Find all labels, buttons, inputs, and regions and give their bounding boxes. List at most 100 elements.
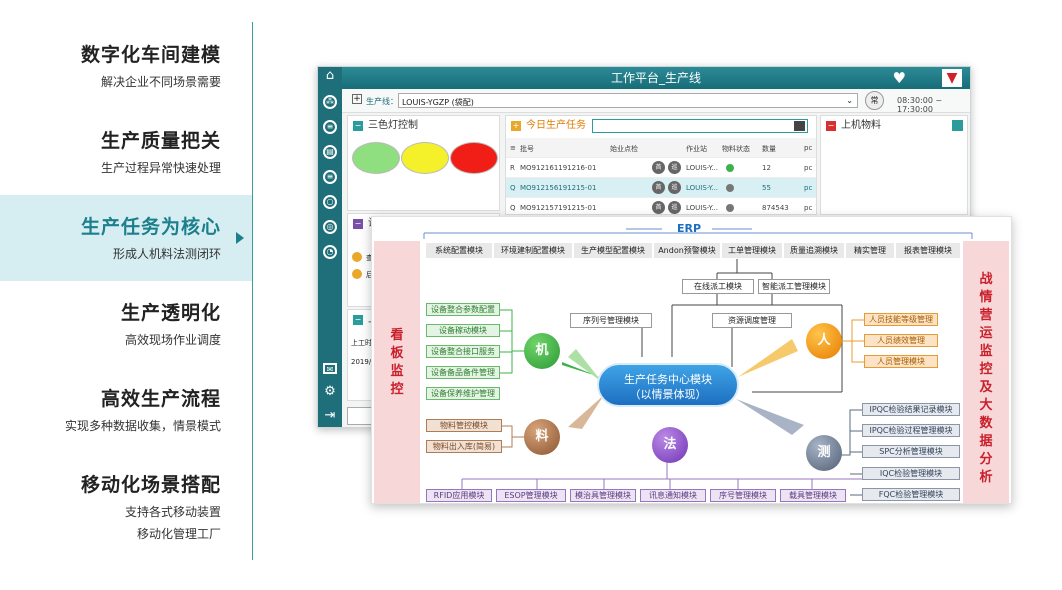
machine-module[interactable]: 设备稼动模块 bbox=[426, 324, 500, 337]
task-search-input[interactable] bbox=[592, 119, 808, 133]
resource-module[interactable]: 资源调度管理 bbox=[712, 313, 792, 328]
top-module[interactable]: 系统配置模块 bbox=[426, 243, 492, 258]
minus-icon[interactable]: − bbox=[353, 315, 363, 325]
col-unit: pc bbox=[804, 144, 813, 152]
first-check-button[interactable]: 首 bbox=[652, 201, 665, 214]
dispatch-module[interactable]: 智能派工管理模块 bbox=[758, 279, 830, 294]
plus-icon[interactable]: + bbox=[352, 94, 362, 104]
yellow-light[interactable] bbox=[401, 142, 449, 174]
machine-module[interactable]: 设备备品备件管理 bbox=[426, 366, 500, 379]
bottom-module[interactable]: 模治具管理模块 bbox=[570, 489, 636, 502]
person-node[interactable]: 人 bbox=[806, 323, 842, 359]
first-check-button[interactable]: 首 bbox=[652, 181, 665, 194]
task-center-module[interactable]: 生产任务中心模块 （以情景体现） bbox=[597, 363, 739, 407]
window-header: 工作平台_生产线 ♥ ▼ bbox=[342, 67, 970, 89]
machine-module[interactable]: 设备整合接口服务 bbox=[426, 345, 500, 358]
top-module[interactable]: 环境建制配置模块 bbox=[494, 243, 572, 258]
feature-title: 生产透明化 bbox=[120, 302, 221, 324]
feature-item-3-active[interactable]: 生产任务为核心 形成人机料法测闭环 bbox=[0, 214, 221, 264]
kanban-text: 看板监控 bbox=[390, 328, 404, 397]
feature-item-6[interactable]: 移动化场景搭配 支持各式移动装置 移动化管理工厂 bbox=[0, 472, 221, 544]
divider bbox=[252, 22, 253, 560]
material-module[interactable]: 物料出入库(简易) bbox=[426, 440, 502, 453]
status-dot bbox=[726, 204, 734, 212]
person-module[interactable]: 人员技能等级管理 bbox=[864, 313, 938, 326]
top-module[interactable]: 质量追溯模块 bbox=[784, 243, 844, 258]
measure-module[interactable]: IPQC检验过程管理模块 bbox=[862, 424, 960, 437]
minus-icon[interactable]: − bbox=[353, 121, 363, 131]
measure-module[interactable]: IQC检验管理模块 bbox=[862, 467, 960, 480]
feature-subtitle: 形成人机料法测闭环 bbox=[112, 247, 221, 261]
row-station: LOUIS-Y... bbox=[686, 184, 719, 192]
menu-icon[interactable]: ≡ bbox=[323, 170, 337, 184]
row-unit: pc bbox=[804, 164, 813, 172]
gear-icon[interactable]: ⚙ bbox=[324, 384, 336, 399]
chart-icon[interactable]: ◔ bbox=[323, 245, 337, 259]
line-select[interactable]: LOUIS-YGZP (袋配) ⌄ bbox=[398, 93, 858, 108]
row-qty: 55 bbox=[762, 184, 771, 192]
material-module[interactable]: 物料管控模块 bbox=[426, 419, 502, 432]
person-module[interactable]: 人员管理模块 bbox=[864, 355, 938, 368]
board-icon[interactable]: ▤ bbox=[323, 145, 337, 159]
search-icon[interactable]: ○ bbox=[323, 195, 337, 209]
feature-item-4[interactable]: 生产透明化 高效现场作业调度 bbox=[0, 300, 221, 350]
row-qty: 12 bbox=[762, 164, 771, 172]
globe-icon[interactable]: ◎ bbox=[323, 220, 337, 234]
first-check-button[interactable]: 首 bbox=[652, 161, 665, 174]
patrol-check-button[interactable]: 巡 bbox=[668, 161, 681, 174]
logout-icon[interactable]: ⇥ bbox=[324, 408, 336, 423]
measure-module[interactable]: FQC检验管理模块 bbox=[862, 488, 960, 501]
serial-module[interactable]: 序列号管理模块 bbox=[570, 313, 652, 328]
measure-module[interactable]: SPC分析管理模块 bbox=[862, 445, 960, 458]
row-lot: MO912161191216-01 bbox=[520, 164, 597, 172]
bottom-module[interactable]: ESOP管理模块 bbox=[496, 489, 566, 502]
feature-item-5[interactable]: 高效生产流程 实现多种数据收集，情景模式 bbox=[0, 386, 221, 436]
patrol-check-button[interactable]: 巡 bbox=[668, 201, 681, 214]
grid-icon[interactable] bbox=[952, 120, 963, 131]
shift-badge[interactable]: 常 bbox=[865, 91, 884, 110]
shift-time: 08:30:00 ~ 17:30:00 bbox=[897, 96, 943, 114]
top-module[interactable]: 工单管理模块 bbox=[722, 243, 782, 258]
machine-module[interactable]: 设备整合参数配置 bbox=[426, 303, 500, 316]
list-icon[interactable]: ≡ bbox=[323, 120, 337, 134]
table-row[interactable]: Q MO912157191215-01 首 巡 LOUIS-Y... 87454… bbox=[506, 198, 816, 218]
mail-icon[interactable]: ✉ bbox=[323, 363, 337, 374]
machine-module[interactable]: 设备保养维护管理 bbox=[426, 387, 500, 400]
sitemap-icon[interactable]: ⁂ bbox=[323, 95, 337, 109]
red-light[interactable] bbox=[450, 142, 498, 174]
bottom-module[interactable]: 序号管理模块 bbox=[710, 489, 776, 502]
filter-icon[interactable]: ≡ bbox=[510, 144, 516, 152]
plus-icon[interactable]: + bbox=[511, 121, 521, 131]
green-light[interactable] bbox=[352, 142, 400, 174]
bottom-module[interactable]: RFID应用模块 bbox=[426, 489, 492, 502]
method-node[interactable]: 法 bbox=[652, 427, 688, 463]
minus-icon[interactable]: − bbox=[826, 121, 836, 131]
measure-module[interactable]: IPQC检验结果记录模块 bbox=[862, 403, 960, 416]
table-row[interactable]: R MO912161191216-01 首 巡 LOUIS-Y... 12 pc bbox=[506, 158, 816, 178]
feature-item-1[interactable]: 数字化车间建模 解决企业不同场景需要 bbox=[0, 42, 221, 92]
row-station: LOUIS-Y... bbox=[686, 164, 719, 172]
top-module[interactable]: 生产模型配置模块 bbox=[574, 243, 652, 258]
heart-icon[interactable]: ♥ bbox=[892, 69, 906, 87]
bottom-module[interactable]: 载具管理模块 bbox=[780, 489, 846, 502]
device-row-1: 查 bbox=[366, 254, 373, 262]
feature-item-2[interactable]: 生产质量把关 生产过程异常快速处理 bbox=[0, 128, 221, 178]
machine-node[interactable]: 机 bbox=[524, 333, 560, 369]
top-module[interactable]: 报表管理模块 bbox=[896, 243, 960, 258]
person-module[interactable]: 人员绩效管理 bbox=[864, 334, 938, 347]
feature-subtitle: 实现多种数据收集，情景模式 bbox=[64, 419, 221, 433]
minus-icon[interactable]: − bbox=[353, 219, 363, 229]
measure-node[interactable]: 测 bbox=[806, 435, 842, 471]
table-row-selected[interactable]: Q MO912156191215-01 首 巡 LOUIS-Y... 55 pc bbox=[506, 178, 816, 198]
col-qty: 数量 bbox=[762, 145, 776, 153]
patrol-check-button[interactable]: 巡 bbox=[668, 181, 681, 194]
feature-title: 数字化车间建模 bbox=[80, 44, 221, 66]
top-module[interactable]: Andon预警模块 bbox=[654, 243, 720, 258]
qrcode-icon[interactable] bbox=[794, 121, 805, 131]
material-node[interactable]: 料 bbox=[524, 419, 560, 455]
home-icon[interactable]: ⌂ bbox=[325, 68, 335, 83]
top-module[interactable]: 精实管理 bbox=[846, 243, 894, 258]
bottom-module[interactable]: 讯息通知模块 bbox=[640, 489, 706, 502]
dispatch-module[interactable]: 在线派工模块 bbox=[682, 279, 754, 294]
kanban-column: 看板监控 bbox=[374, 241, 420, 503]
